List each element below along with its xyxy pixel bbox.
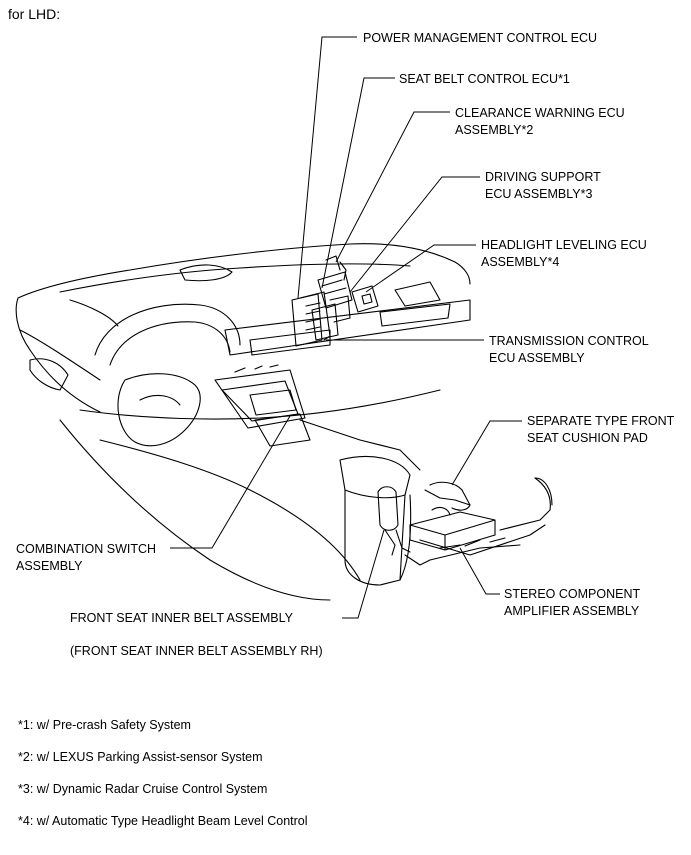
label-headlight-leveling-ecu-1: HEADLIGHT LEVELING ECU [481,238,647,252]
dashboard-outline [17,243,471,299]
label-front-seat-inner-belt-rh: (FRONT SEAT INNER BELT ASSEMBLY RH) [70,644,323,658]
label-combination-switch-1: COMBINATION SWITCH [16,542,157,556]
diagram-header: for LHD: [8,6,61,22]
label-driving-support-ecu-1: DRIVING SUPPORT [485,170,601,184]
label-stereo-amplifier-1: STEREO COMPONENT [504,587,641,601]
footnote-1: *1: w/ Pre-crash Safety System [18,718,191,732]
leader-seat-belt [321,77,395,289]
center-console [214,369,306,429]
label-seat-belt-control-ecu: SEAT BELT CONTROL ECU*1 [399,72,570,86]
label-seat-cushion-pad-1: SEPARATE TYPE FRONT [527,414,675,428]
label-transmission-control-ecu-1: TRANSMISSION CONTROL [489,334,649,348]
leader-cushion-pad [451,420,522,486]
stereo-amplifier [409,506,496,551]
label-headlight-leveling-ecu-2: ASSEMBLY*4 [481,255,560,269]
label-seat-cushion-pad-2: SEAT CUSHION PAD [527,431,648,445]
seat-cushion-pad [424,481,471,511]
leader-driving-support [349,176,480,293]
leader-clearance [335,111,450,263]
label-clearance-warning-ecu-1: CLEARANCE WARNING ECU [455,106,625,120]
leader-headlight [365,244,476,293]
label-transmission-control-ecu-2: ECU ASSEMBLY [489,351,585,365]
steering-column [117,373,201,447]
leader-power-mgmt [297,36,357,299]
leader-combination [170,415,291,549]
leader-stereo [459,547,500,595]
leader-inner-belt [342,529,385,619]
label-driving-support-ecu-2: ECU ASSEMBLY*3 [485,187,593,201]
label-stereo-amplifier-2: AMPLIFIER ASSEMBLY [504,604,640,618]
label-clearance-warning-ecu-2: ASSEMBLY*2 [455,123,534,137]
label-power-management-ecu: POWER MANAGEMENT CONTROL ECU [363,31,598,45]
footnote-4: *4: w/ Automatic Type Headlight Beam Lev… [18,814,308,828]
console-armrest [339,455,411,499]
label-front-seat-inner-belt: FRONT SEAT INNER BELT ASSEMBLY [70,611,293,625]
seat-belt-buckle [377,486,399,531]
ecu-cluster [291,255,379,347]
label-combination-switch-2: ASSEMBLY [16,559,83,573]
footnote-2: *2: w/ LEXUS Parking Assist-sensor Syste… [18,750,263,764]
footnote-3: *3: w/ Dynamic Radar Cruise Control Syst… [18,782,268,796]
instrument-cluster [94,303,241,356]
